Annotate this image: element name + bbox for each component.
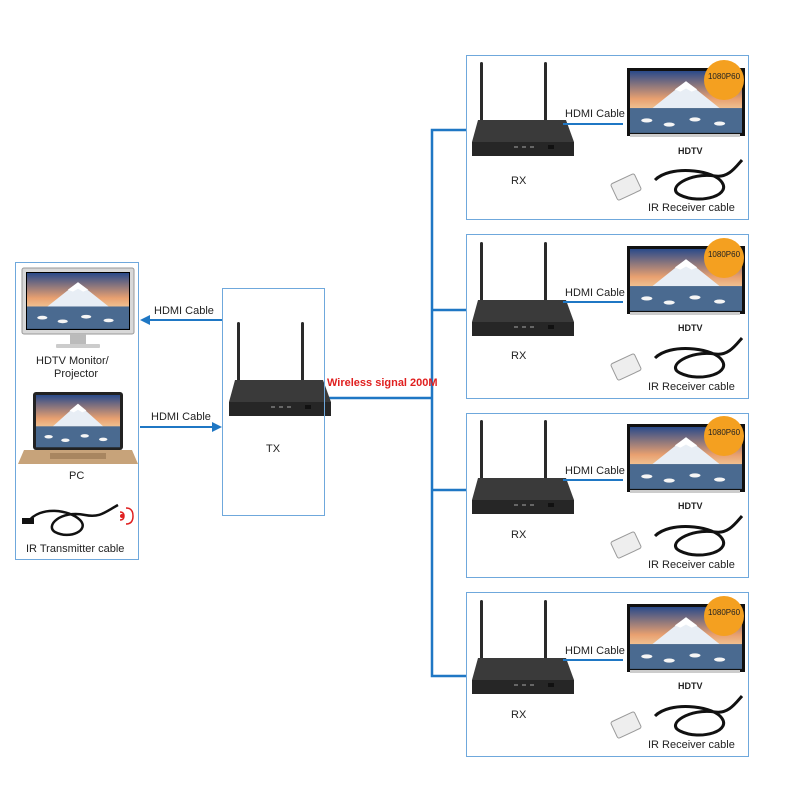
- wireless-signal-label: Wireless signal 200M: [327, 377, 438, 389]
- resolution-badge: [704, 416, 744, 456]
- resolution-badge-text: 1080P60: [707, 72, 741, 81]
- hdmi-cable-label: HDMI Cable: [565, 108, 625, 120]
- tx-panel: [222, 288, 325, 516]
- monitor-label-line1: HDTV Monitor/: [36, 355, 109, 367]
- source-devices-panel: [15, 262, 139, 560]
- hdmi-out-arrowhead: [140, 315, 150, 325]
- hdmi-cable-label: HDMI Cable: [565, 645, 625, 657]
- ir-receiver-label: IR Receiver cable: [648, 559, 735, 571]
- resolution-badge: [704, 238, 744, 278]
- tx-label: TX: [266, 443, 281, 455]
- ir-receiver-label: IR Receiver cable: [648, 381, 735, 393]
- resolution-badge-text: 1080P60: [707, 608, 741, 617]
- rx-label: RX: [511, 175, 527, 187]
- hdmi-in-arrowhead: [212, 422, 222, 432]
- hdtv-monitor-icon: [21, 267, 135, 348]
- ir-transmitter-label: IR Transmitter cable: [26, 543, 125, 555]
- resolution-badge: [704, 596, 744, 636]
- rx-label: RX: [511, 529, 527, 541]
- rx-panel-3: [466, 413, 749, 578]
- pc-laptop-icon: [18, 392, 138, 464]
- rx-panel-4: [466, 592, 749, 757]
- rx-panel-1: [466, 55, 749, 220]
- hdtv-label: HDTV: [678, 146, 703, 156]
- resolution-badge-text: 1080P60: [707, 250, 741, 259]
- pc-label: PC: [69, 470, 85, 482]
- rx-backbone-line: [430, 128, 466, 678]
- hdmi-out-label: HDMI Cable: [154, 305, 214, 317]
- rx-label: RX: [511, 709, 527, 721]
- hdtv-label: HDTV: [678, 501, 703, 511]
- resolution-badge-text: 1080P60: [707, 428, 741, 437]
- ir-receiver-label: IR Receiver cable: [648, 202, 735, 214]
- monitor-label-line2: Projector: [54, 368, 99, 380]
- rx-label: RX: [511, 350, 527, 362]
- resolution-badge: [704, 60, 744, 100]
- rx-panel-2: [466, 234, 749, 399]
- hdmi-cable-label: HDMI Cable: [565, 287, 625, 299]
- ir-transmitter-cable-icon: [22, 503, 134, 537]
- hdtv-label: HDTV: [678, 323, 703, 333]
- rx-unit-4-graphics: [472, 600, 745, 739]
- hdtv-label: HDTV: [678, 681, 703, 691]
- hdmi-cable-label: HDMI Cable: [565, 465, 625, 477]
- ir-receiver-label: IR Receiver cable: [648, 739, 735, 751]
- hdmi-in-label: HDMI Cable: [151, 411, 211, 423]
